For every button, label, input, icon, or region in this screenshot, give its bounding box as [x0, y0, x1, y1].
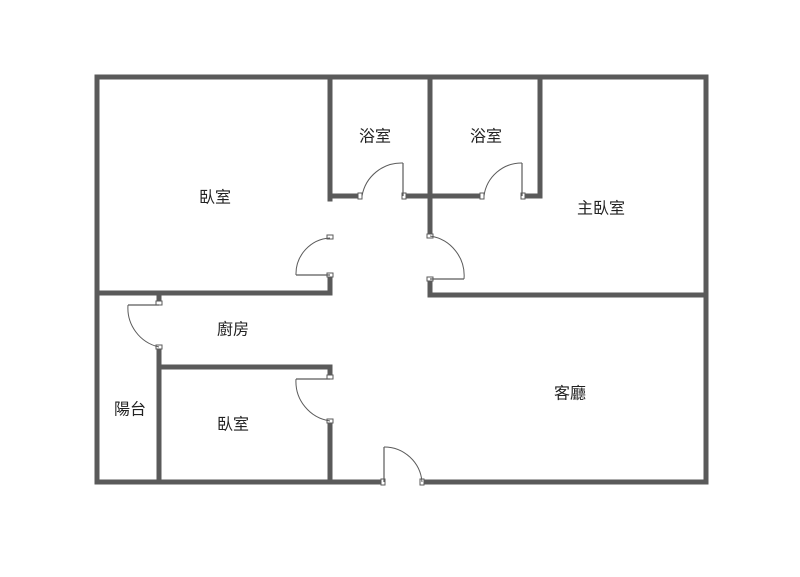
- label-kitchen: 廚房: [217, 320, 249, 339]
- label-bathroom-2: 浴室: [470, 127, 502, 146]
- bedroom-bottom-door: [295, 374, 334, 424]
- entrance-door: [380, 446, 425, 486]
- room-labels: 臥室 浴室 浴室 主臥室 廚房 陽台 臥室 客廳: [114, 127, 625, 434]
- walls: [94, 74, 709, 485]
- bathroom1-door: [357, 162, 407, 200]
- label-bedroom-top-left: 臥室: [199, 188, 231, 207]
- label-bedroom-bottom: 臥室: [217, 415, 249, 434]
- label-living-room: 客廳: [554, 384, 586, 403]
- bathroom2-door: [479, 162, 526, 200]
- bedroom-top-door: [295, 234, 334, 278]
- master-bedroom-door: [426, 233, 465, 282]
- doors: [127, 162, 526, 486]
- label-master-bedroom: 主臥室: [577, 199, 625, 218]
- balcony-door: [127, 300, 163, 350]
- label-bathroom-1: 浴室: [359, 127, 391, 146]
- label-balcony: 陽台: [114, 400, 146, 419]
